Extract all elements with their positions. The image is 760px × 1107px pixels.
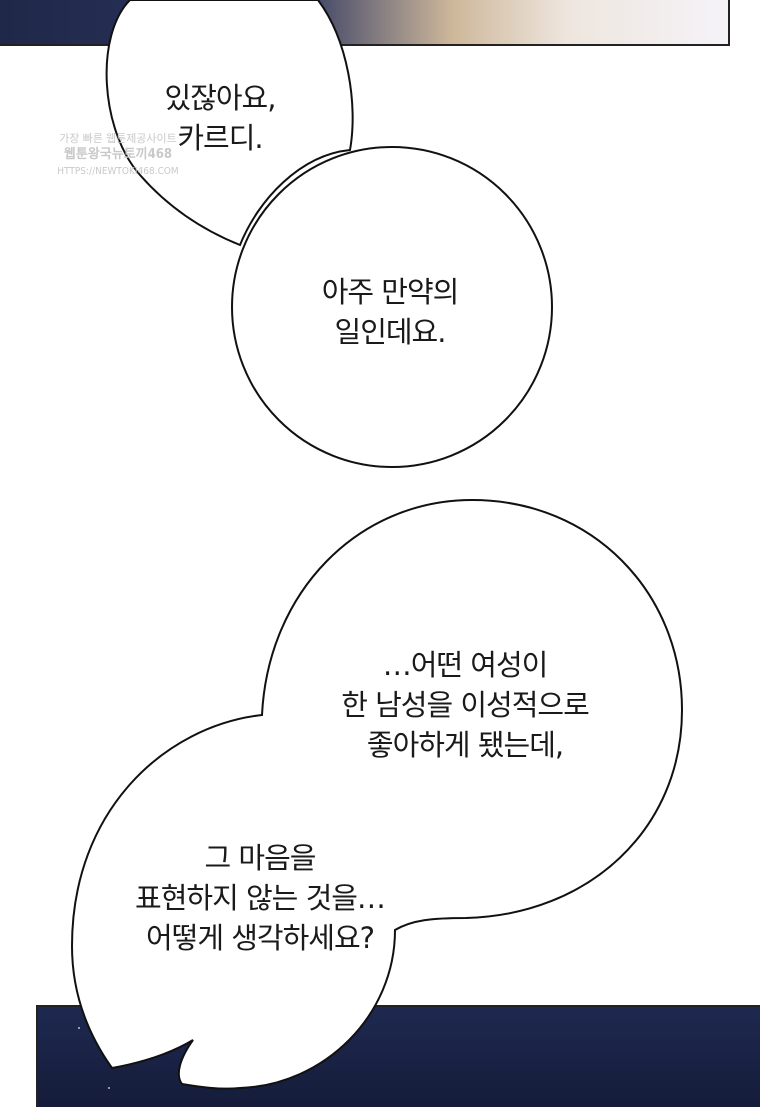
- bubble-1-text: 있잖아요, 카르디.: [150, 78, 290, 158]
- bubble-3-line-2: 한 남성을 이성적으로: [341, 688, 590, 722]
- bubble-4-text: 그 마음을 표현하지 않는 것을… 어떻게 생각하세요?: [110, 838, 410, 958]
- speech-bubble-3-4: [70, 498, 684, 1090]
- bubble-2-line-1: 아주 만약의: [321, 275, 460, 309]
- bubble-3-line-1: …어떤 여성이: [382, 648, 549, 682]
- bubble-1-line-2: 카르디.: [177, 121, 263, 155]
- bubble-2-line-2: 일인데요.: [334, 315, 447, 349]
- watermark-line-2: 웹툰왕국뉴토끼468: [63, 147, 173, 162]
- bubble-3-text: …어떤 여성이 한 남성을 이성적으로 좋아하게 됐는데,: [320, 645, 610, 765]
- speech-bubble-1: [105, 0, 354, 247]
- bubble-3-line-3: 좋아하게 됐는데,: [366, 728, 564, 762]
- bubble-4-line-1: 그 마음을: [204, 841, 317, 875]
- watermark-line-1: 가장 빠른 웹툰제공사이트: [59, 132, 177, 145]
- watermark-line-3: HTTPS://NEWTOKI468.COM: [57, 166, 179, 177]
- bubble-1-line-1: 있잖아요,: [164, 81, 277, 115]
- watermark: 가장 빠른 웹툰제공사이트 웹툰왕국뉴토끼468 HTTPS://NEWTOKI…: [48, 130, 188, 179]
- speech-bubble-2: [231, 146, 553, 468]
- bubble-2-text: 아주 만약의 일인데요.: [290, 272, 490, 352]
- bubble-4-line-2: 표현하지 않는 것을…: [135, 881, 386, 915]
- bubble-4-line-3: 어떻게 생각하세요?: [145, 921, 375, 955]
